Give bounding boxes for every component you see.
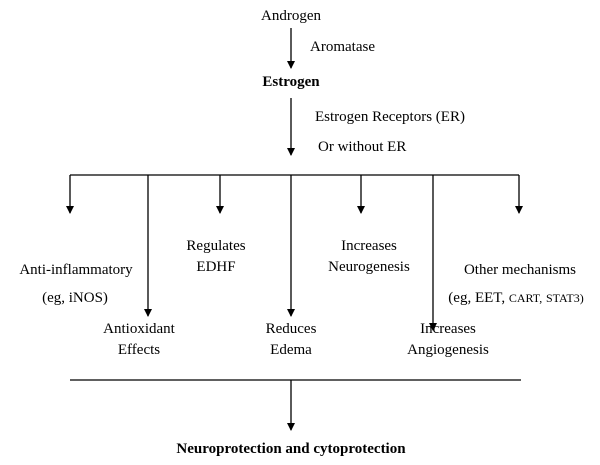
androgen-label: Androgen — [261, 8, 321, 24]
antioxidant-label-line2: Effects — [117, 342, 161, 358]
aromatase-label: Aromatase — [310, 39, 375, 55]
other-example-cart: CART, — [508, 291, 543, 305]
angiogenesis-label-line2: Angiogenesis — [407, 342, 489, 358]
other-example-stat3: STAT3) — [545, 291, 584, 305]
antioxidant-label-line1: Antioxidant — [103, 321, 175, 337]
anti-inflammatory-label: Anti-inflammatory — [19, 262, 133, 278]
outcome-label: Neuroprotection and cytoprotection — [176, 441, 406, 457]
angiogenesis-label-line1: Increases — [420, 321, 476, 337]
other-mechanisms-label: Other mechanisms — [463, 262, 577, 278]
without-er-label: Or without ER — [318, 139, 407, 155]
anti-inflammatory-example: (eg, iNOS) — [42, 290, 108, 306]
other-mechanisms-example: (eg, EET, CART, STAT3) — [448, 289, 583, 308]
edhf-label-line2: EDHF — [196, 259, 236, 275]
neurogenesis-label-line2: Neurogenesis — [328, 259, 410, 275]
estrogen-receptors-label: Estrogen Receptors (ER) — [315, 109, 465, 125]
other-example-prefix: (eg, EET, — [448, 290, 506, 306]
edhf-label-line1: Regulates — [186, 238, 246, 254]
estrogen-label: Estrogen — [262, 74, 320, 90]
edema-label-line2: Edema — [270, 342, 312, 358]
neurogenesis-label-line1: Increases — [341, 238, 397, 254]
edema-label-line1: Reduces — [265, 321, 317, 337]
